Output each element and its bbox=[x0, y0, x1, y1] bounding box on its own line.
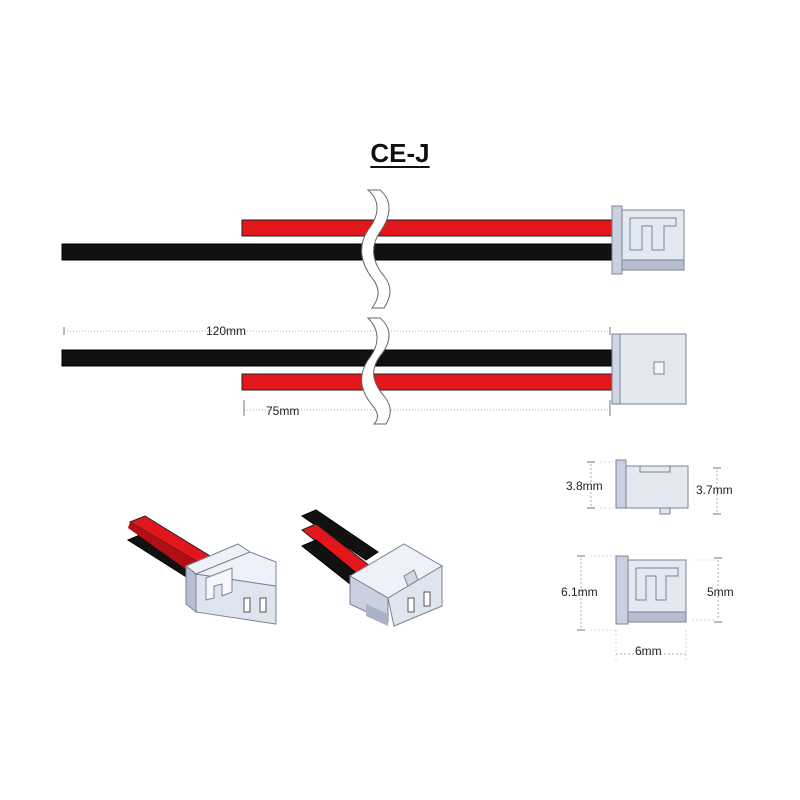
top-view-cable bbox=[61, 189, 685, 309]
dim-label-75: 75mm bbox=[266, 404, 300, 418]
black-wire-side bbox=[61, 349, 615, 367]
dim-label-120: 120mm bbox=[206, 324, 247, 338]
red-wire-side bbox=[241, 373, 615, 391]
dim-label-6-1: 6.1mm bbox=[561, 585, 598, 599]
perspective-connector-1 bbox=[126, 515, 277, 625]
dim-label-6: 6mm bbox=[635, 644, 662, 658]
break-mark-side bbox=[361, 317, 391, 425]
break-mark-top bbox=[361, 189, 391, 309]
dim-label-3-7: 3.7mm bbox=[696, 483, 733, 497]
dim-label-3-8: 3.8mm bbox=[566, 479, 603, 493]
side-view-cable bbox=[61, 317, 687, 425]
dim-view-top bbox=[587, 459, 721, 515]
dim-label-5: 5mm bbox=[707, 585, 734, 599]
page-title: CE-J bbox=[370, 138, 430, 168]
connector-top bbox=[611, 205, 685, 275]
perspective-connector-2 bbox=[300, 509, 443, 627]
dim-view-bottom bbox=[577, 555, 722, 660]
red-wire-top bbox=[241, 219, 615, 237]
connector-side bbox=[611, 333, 687, 405]
black-wire-top bbox=[61, 243, 615, 261]
